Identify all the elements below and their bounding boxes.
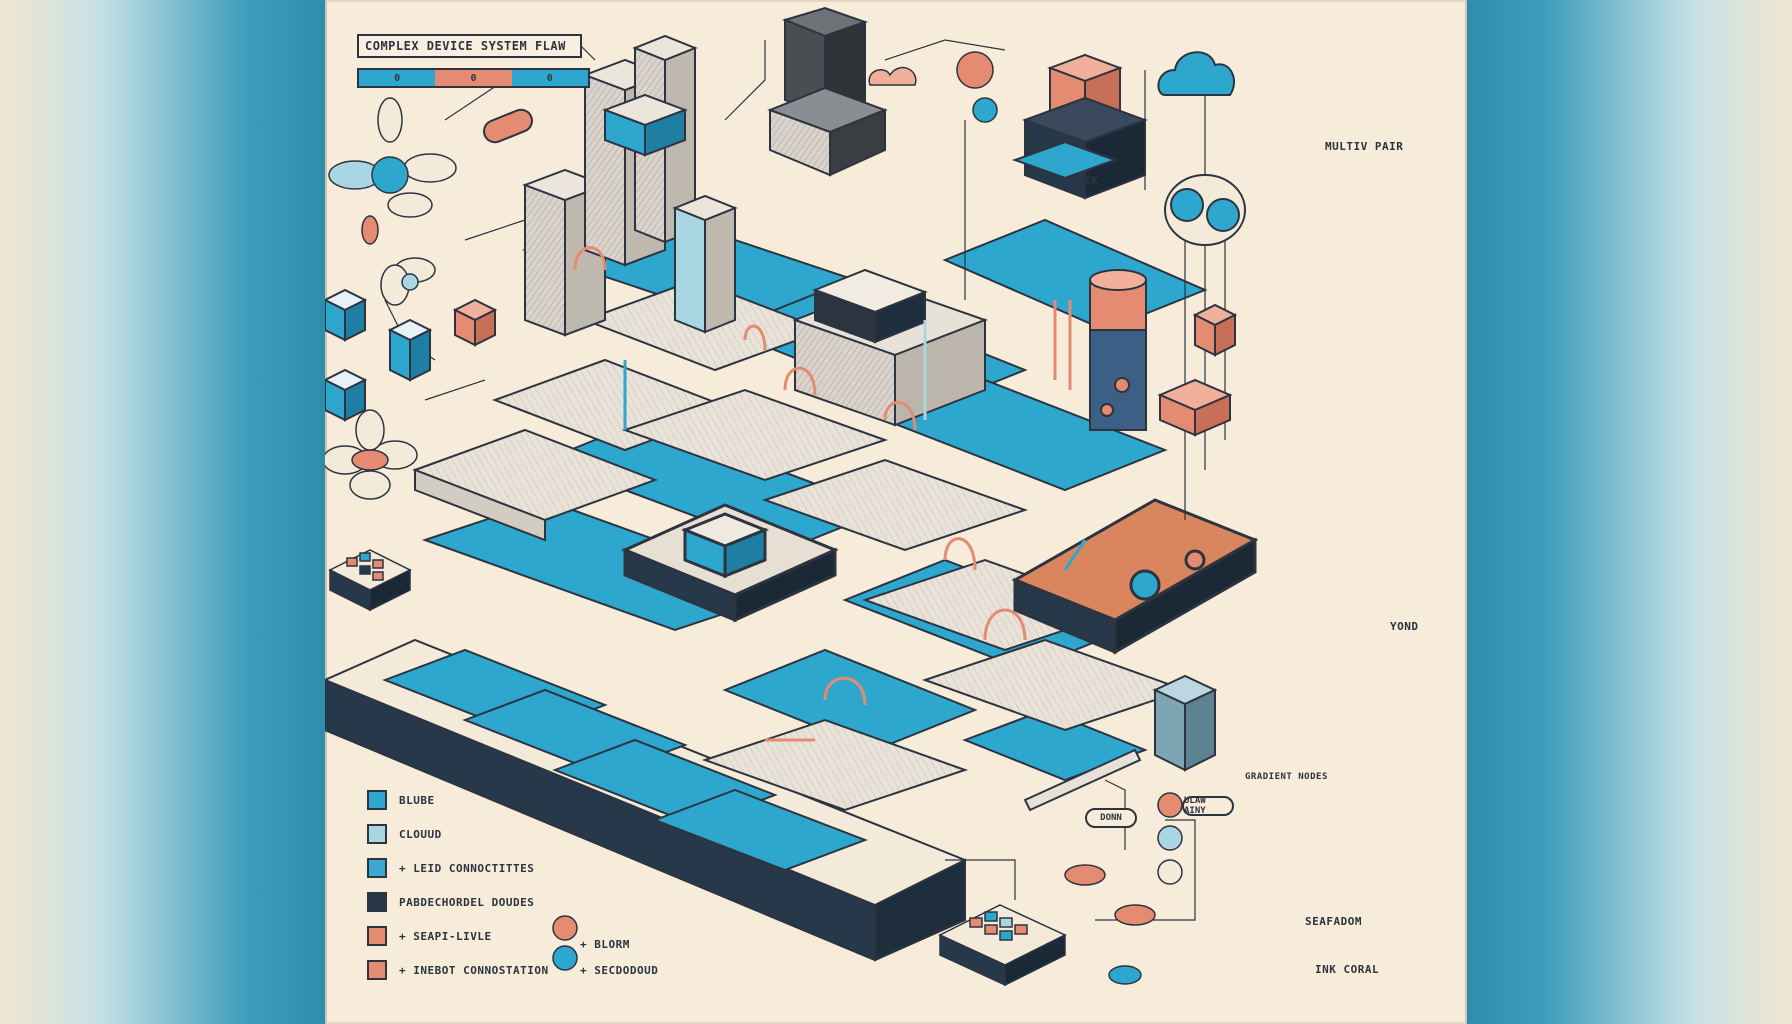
flower-node-top xyxy=(328,97,457,245)
right-cubes xyxy=(1152,303,1238,772)
pill-ulaw-ainy[interactable]: ULAW AINY xyxy=(1182,796,1234,816)
flower-node-bottom xyxy=(325,257,436,500)
label-blorm: + BLORM xyxy=(580,938,630,951)
outflow-tube xyxy=(1023,748,1142,812)
label-buik: BUIK xyxy=(1070,174,1099,187)
legend-dots-right xyxy=(1064,792,1183,985)
keypad-right xyxy=(938,904,1067,987)
pill-donn[interactable]: DONN xyxy=(1085,808,1137,828)
pill-badge xyxy=(483,108,533,144)
label-gradient-nodes: GRADIENT NODES xyxy=(1245,772,1328,782)
legend-label: + INEBOT CONNOSTATION xyxy=(399,963,549,977)
tower-cluster xyxy=(522,34,738,337)
legend-item: PABDECHORDEL DOUDES xyxy=(367,892,534,912)
isometric-flow-diagram xyxy=(325,6,1259,987)
legend-label: + LEID CONNOCTITTES xyxy=(399,861,535,875)
label-yond: YOND xyxy=(1390,620,1419,633)
legend-item: + INEBOT CONNOSTATION xyxy=(367,960,549,980)
cylinder-tower xyxy=(1089,269,1147,431)
legend-item: BLUBE xyxy=(367,790,435,810)
diagram-title: COMPLEX DEVICE SYSTEM FLAW xyxy=(357,34,582,58)
reservoir-tank xyxy=(1011,498,1259,655)
legend-swatch xyxy=(367,858,387,878)
legend-swatch xyxy=(367,960,387,980)
label-secdodoud: + SECDODOUD xyxy=(580,964,659,977)
central-basin xyxy=(621,503,839,623)
header-tab-3[interactable]: 0 xyxy=(511,70,588,86)
poster: COMPLEX DEVICE SYSTEM FLAW 0 0 0 MULTIV … xyxy=(325,0,1467,1024)
coral-clouds xyxy=(868,51,998,123)
legend-label: PABDECHORDEL DOUDES xyxy=(399,895,535,909)
bottom-dots xyxy=(552,915,578,971)
header-tabs: 0 0 0 xyxy=(357,68,590,88)
legend-swatch xyxy=(367,892,387,912)
label-ink-coral: INK CORAL xyxy=(1315,963,1380,976)
legend-swatch xyxy=(367,824,387,844)
core-block xyxy=(792,268,988,427)
left-cubes xyxy=(325,288,498,422)
legend-label: + SEAPI-LIVLE xyxy=(399,929,492,943)
dark-tower xyxy=(767,6,888,177)
header-tab-2[interactable]: 0 xyxy=(435,70,512,86)
legend-item: + LEID CONNOCTITTES xyxy=(367,858,534,878)
pipes xyxy=(573,246,1087,742)
legend-swatch xyxy=(367,926,387,946)
label-multiv-pair: MULTIV PAIR xyxy=(1325,140,1404,153)
label-seafadom: SEAFADOM xyxy=(1305,915,1362,928)
legend-label: BLUBE xyxy=(399,793,435,807)
legend-item: CLOUUD xyxy=(367,824,442,844)
background-left xyxy=(0,0,330,1024)
keypad-left xyxy=(328,549,412,612)
pair-node xyxy=(1164,174,1246,246)
legend-swatch xyxy=(367,790,387,810)
header-tab-1[interactable]: 0 xyxy=(359,70,436,86)
legend-label: CLOUUD xyxy=(399,827,442,841)
cloud-icon xyxy=(1157,51,1235,96)
legend-item: + SEAPI-LIVLE xyxy=(367,926,492,946)
poster-frame xyxy=(325,0,1467,1024)
background-right xyxy=(1462,0,1792,1024)
